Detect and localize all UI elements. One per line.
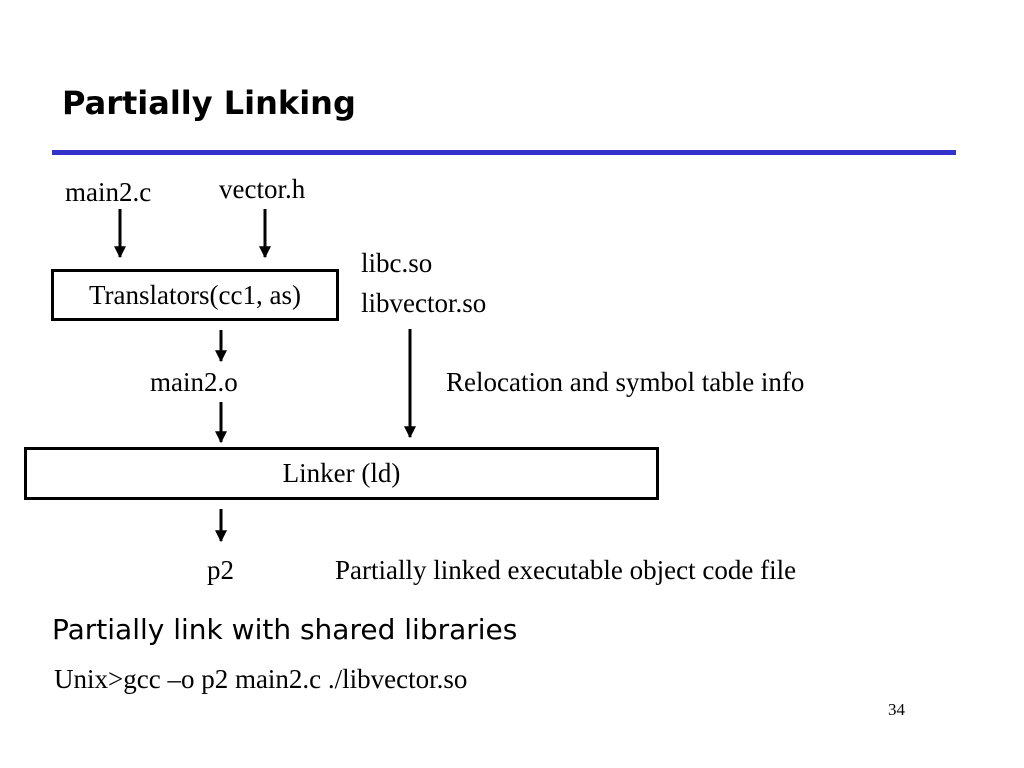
- library-libvector: libvector.so: [361, 288, 487, 318]
- page-number: 34: [888, 700, 905, 719]
- input-vector-h: vector.h: [219, 174, 306, 204]
- input-main2-c: main2.c: [65, 177, 152, 207]
- object-file-main2-o: main2.o: [150, 367, 238, 397]
- output-p2: p2: [207, 555, 234, 585]
- linker-label: Linker (ld): [282, 458, 401, 488]
- slide-subtitle: Partially link with shared libraries: [52, 613, 518, 646]
- libraries-note: Relocation and symbol table info: [446, 367, 805, 397]
- library-libc: libc.so: [361, 248, 433, 278]
- slide-title: Partially Linking: [62, 84, 356, 122]
- translators-label: Translators(cc1, as): [89, 279, 301, 310]
- linker-box: Linker (ld): [24, 447, 659, 500]
- translators-box: Translators(cc1, as): [51, 269, 339, 321]
- output-note: Partially linked executable object code …: [335, 555, 797, 585]
- command-line: Unix>gcc –o p2 main2.c ./libvector.so: [54, 664, 468, 694]
- title-underline: [52, 150, 956, 155]
